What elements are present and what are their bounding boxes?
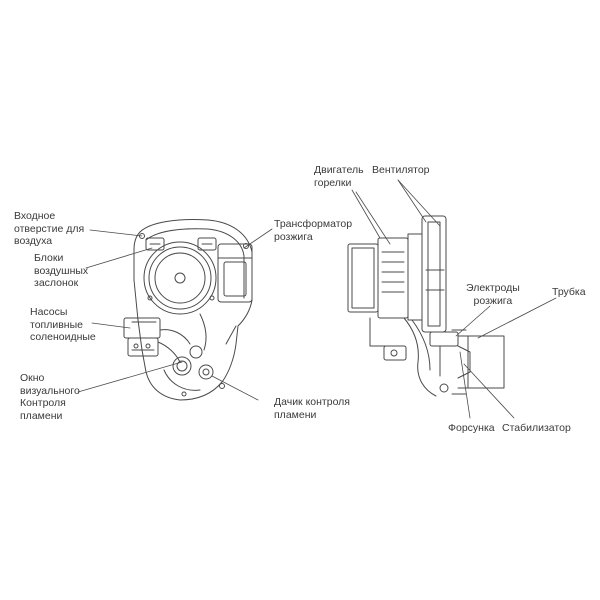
leader-flame-sensor (211, 375, 259, 401)
label-stabilizer: Стабилизатор (502, 422, 571, 434)
side-view (347, 215, 505, 397)
front-housing-inner (145, 228, 245, 299)
label-fan: Вентилятор (372, 164, 430, 176)
leader-tube (477, 297, 557, 339)
leader-fan-b (397, 179, 441, 227)
leader-stabilizer (463, 363, 515, 419)
fan-housing (421, 215, 447, 333)
leader-nozzle (459, 351, 471, 419)
leader-fan-a (397, 179, 427, 223)
transformer-box (217, 243, 253, 303)
label-tube: Трубка (552, 286, 586, 298)
label-flame-sensor: Дачик контроля пламени (274, 396, 350, 421)
stabilizer-cone (457, 345, 471, 379)
leader-solenoid (91, 322, 131, 329)
air-inlet-inner (154, 252, 206, 304)
damper-block-left (145, 237, 165, 251)
label-air-dampers: Блоки воздушных заслонок (34, 252, 89, 289)
flame-sensor-ring (198, 364, 214, 380)
label-air-inlet: Входное отверстие для воздуха (14, 210, 85, 247)
flame-tube (457, 335, 505, 389)
callout-leaders (77, 179, 557, 419)
label-nozzle: Форсунка (448, 422, 495, 434)
air-inlet-hub (174, 272, 186, 284)
label-burner-motor: Двигатель горелки (314, 164, 364, 189)
damper-block-right (197, 237, 217, 251)
label-sight-window: Окно визуального Контроля пламени (20, 372, 80, 422)
label-solenoid-pumps: Насосы топливные соленоидные (30, 306, 96, 343)
front-view (123, 219, 253, 401)
leader-sight-window (77, 361, 183, 393)
label-ignition-transformer: Трансформатор розжига (274, 218, 353, 243)
sight-window-ring (172, 356, 192, 376)
leader-air-dampers (85, 247, 153, 269)
air-inlet-outer (143, 241, 217, 315)
leader-electrodes (455, 305, 491, 337)
air-inlet-mid (148, 246, 212, 310)
leader-transformer (243, 228, 273, 249)
leader-motor-b (355, 191, 391, 245)
label-ignition-electrodes: Электроды розжига (466, 282, 520, 307)
leader-air-inlet (89, 229, 143, 237)
front-housing-outline (133, 219, 253, 401)
leader-motor-a (351, 189, 381, 239)
